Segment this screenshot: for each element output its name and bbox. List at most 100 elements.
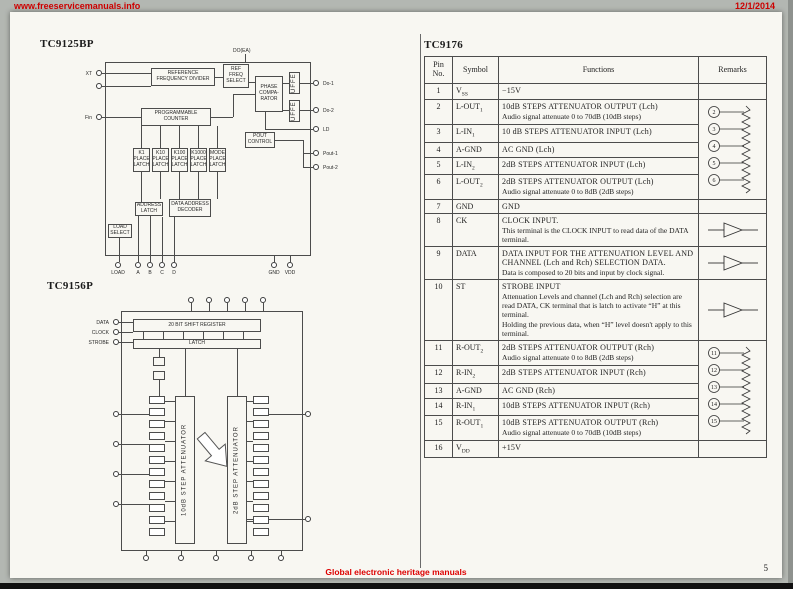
remark-pin-number: 2: [712, 110, 715, 116]
cell-symbol: L-OUT1: [452, 99, 499, 126]
function-detail-line: Audio signal attenuate 0 to 8dB (2dB ste…: [502, 186, 634, 196]
wire: [209, 303, 210, 311]
wire: [181, 551, 182, 556]
wire: [141, 126, 142, 148]
symbol-subscript: 1: [480, 107, 483, 114]
pin-label: CLOCK: [91, 330, 109, 336]
symbol-subscript: 2: [472, 165, 475, 172]
cell-functions: 10dB STEPS ATTENUATOR INPUT (Rch): [498, 397, 699, 416]
pin-circle: [213, 555, 219, 561]
attenuator-step-box: [149, 444, 165, 452]
function-detail-line: Holding the previous data, when “H” leve…: [502, 320, 692, 339]
pin-circle: Pout-2: [313, 164, 338, 171]
cell-symbol: A-GND: [452, 382, 499, 399]
function-main-line: +15V: [502, 443, 522, 453]
diagram-block: BUFFER: [289, 72, 300, 94]
diagram-block: DATA ADDRESS DECODER: [169, 199, 211, 217]
attenuator-step-box: [149, 432, 165, 440]
wire: [185, 349, 186, 396]
wire: [138, 216, 139, 262]
pin-circle: [248, 555, 254, 561]
page-number: 5: [763, 563, 769, 573]
pin-label: D: [172, 270, 176, 276]
pin-circle: [305, 516, 311, 522]
diagram-block: BUFFER: [289, 100, 300, 122]
cell-pin-no: 4: [424, 141, 453, 158]
wire: [159, 380, 160, 396]
symbol-subscript: 2: [480, 348, 484, 355]
diagram-block: K1 PLACE LATCH: [133, 148, 150, 172]
cell-pin-no: 2: [424, 99, 453, 126]
wire: [217, 172, 218, 199]
wire: [247, 441, 253, 442]
wire: [119, 332, 133, 333]
cell-pin-no: 10: [424, 279, 453, 342]
attenuator-step-box: [253, 432, 269, 440]
pin-label: GND: [268, 270, 280, 276]
pin-label: B: [148, 270, 152, 276]
pin-circle: [113, 501, 119, 507]
pin-label: Do-1: [323, 81, 334, 87]
table-header-row: Pin No. Symbol Functions Remarks: [424, 56, 767, 84]
cell-pin-no: 6: [424, 173, 453, 201]
wire: [300, 83, 313, 84]
wire: [119, 322, 133, 323]
attenuator-step-box: [149, 492, 165, 500]
attenuator-step-box: [253, 456, 269, 464]
diagram-block: MODE PLACE LATCH: [209, 148, 226, 172]
ic-title-tc9156p: TC9156P: [47, 280, 94, 292]
diagram-block: ADDRESS LATCH: [135, 202, 163, 216]
function-main-line: 10dB STEPS ATTENUATOR INPUT (Rch): [502, 400, 651, 410]
attenuator-step-box: [253, 420, 269, 428]
cell-remarks: [698, 213, 767, 248]
wire: [165, 421, 175, 422]
cell-functions: +15V: [498, 440, 699, 458]
cell-functions: 10dB STEPS ATTENUATOR OUTPUT (Rch)Audio …: [498, 414, 699, 442]
attenuator-step-box: [253, 444, 269, 452]
cell-remarks: [698, 82, 767, 101]
wire: [183, 332, 184, 339]
cell-pin-no: 11: [424, 340, 453, 367]
attenuator-step-box: [253, 528, 269, 536]
symbol-base: A-GND: [456, 385, 482, 395]
cell-pin-no: 8: [424, 213, 453, 248]
cell-symbol: VSS: [452, 82, 499, 101]
cell-pin-no: 15: [424, 414, 453, 442]
pin-circle: [206, 297, 212, 303]
cell-symbol: L-IN2: [452, 156, 499, 175]
wire: [245, 54, 246, 62]
symbol-subscript: DD: [461, 448, 470, 455]
attenuator-step-box: [149, 408, 165, 416]
scan-right-edge: [788, 0, 793, 589]
wire: [303, 167, 313, 168]
symbol-base: L-OUT: [456, 102, 480, 112]
remark-pin-number: 15: [711, 419, 717, 425]
pin-circle: [188, 297, 194, 303]
diagram-block: K10 PLACE LATCH: [152, 148, 169, 172]
pin-circle: Pout-1: [313, 150, 338, 157]
pin-label: Pout-2: [323, 165, 338, 171]
pin-circle: [178, 555, 184, 561]
pin-circle: D: [171, 262, 177, 276]
pin-circle: [242, 297, 248, 303]
symbol-base: L-IN: [456, 159, 472, 169]
wire: [227, 303, 228, 311]
wire: [216, 551, 217, 556]
function-main-line: 10dB STEPS ATTENUATOR OUTPUT (Lch): [502, 102, 658, 112]
pin-circle: DATA: [96, 319, 119, 326]
cell-symbol: L-OUT2: [452, 173, 499, 201]
function-main-line: GND: [502, 202, 520, 212]
cell-pin-no: 3: [424, 124, 453, 143]
wire: [247, 481, 253, 482]
wire: [119, 342, 133, 343]
attenuator-step-box: [253, 468, 269, 476]
